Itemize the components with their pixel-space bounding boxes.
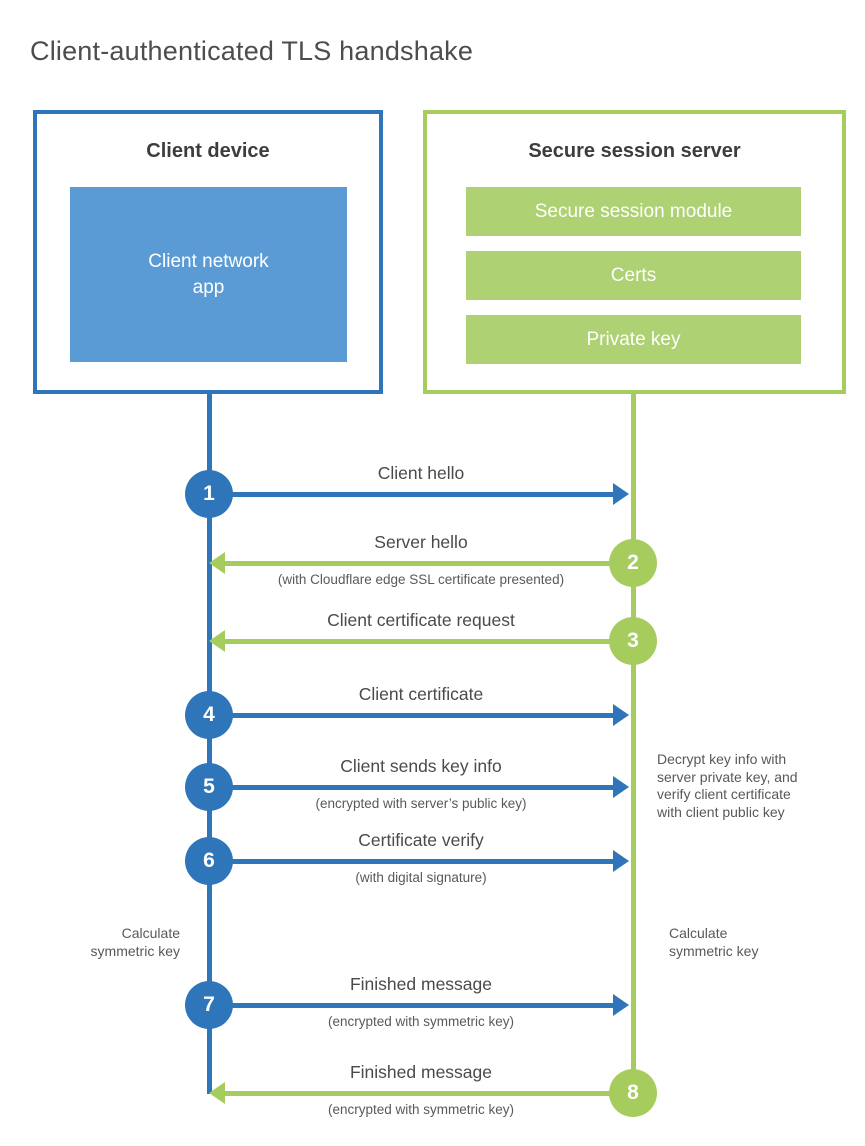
step-6-sublabel: (with digital signature) [355, 870, 487, 885]
client-lifeline [207, 392, 212, 1094]
step-3-label: Client certificate request [327, 610, 515, 630]
step-5-label: Client sends key info [340, 756, 502, 776]
step-7-arrowhead-right-icon [613, 994, 629, 1016]
client-network-app-label: Client network app [148, 250, 269, 298]
calc-left-line-1: Calculate [121, 925, 180, 941]
secure-session-server-title: Secure session server [528, 140, 741, 162]
server-lifeline [631, 392, 636, 1094]
step-8-badge: 8 [609, 1069, 657, 1117]
step-4-arrowhead-right-icon [613, 704, 629, 726]
calculate-symmetric-key-right-note: Calculate symmetric key [669, 925, 829, 960]
step-6-label: Certificate verify [358, 830, 484, 850]
step-4-badge: 4 [185, 691, 233, 739]
secure-session-server-box: Secure session server Secure session mod… [423, 110, 846, 394]
calc-right-line-1: Calculate [669, 925, 728, 941]
step-6-badge: 6 [185, 837, 233, 885]
server-module-secure-session-module: Secure session module [466, 187, 801, 236]
step-3-arrow-line [225, 639, 611, 644]
step-8-arrowhead-left-icon [209, 1082, 225, 1104]
step-4-arrow-line [231, 713, 618, 718]
page-title: Client-authenticated TLS handshake [30, 36, 474, 67]
step-8-arrow-line [225, 1091, 611, 1096]
step-2-label: Server hello [374, 532, 468, 552]
step-7-badge: 7 [185, 981, 233, 1029]
step-1-arrowhead-right-icon [613, 483, 629, 505]
step-6-arrow-line [231, 859, 618, 864]
calculate-symmetric-key-left-note: Calculate symmetric key [40, 925, 180, 960]
server-module-certs: Certs [466, 251, 801, 300]
step-8-sublabel: (encrypted with symmetric key) [327, 1102, 515, 1117]
step-8-label: Finished message [349, 1062, 493, 1082]
step-5-arrow-line [231, 785, 618, 790]
step-4-label: Client certificate [358, 684, 484, 704]
step-6-arrowhead-right-icon [613, 850, 629, 872]
step-1-label: Client hello [377, 463, 465, 483]
decrypt-note-line-2: server private key, and [657, 768, 798, 785]
step-2-arrowhead-left-icon [209, 552, 225, 574]
decrypt-note-line-3: verify client certificate [657, 786, 791, 802]
step-2-badge: 2 [609, 539, 657, 587]
step-3-arrowhead-left-icon [209, 630, 225, 652]
step-2-arrow-line [225, 561, 611, 566]
step-2-sublabel: (with Cloudflare edge SSL certificate pr… [277, 572, 565, 587]
step-1-arrow-line [231, 492, 618, 497]
step-3-badge: 3 [609, 617, 657, 665]
step-7-arrow-line [231, 1003, 618, 1008]
decrypt-key-info-note: Decrypt key info with server private key… [657, 751, 837, 821]
decrypt-note-line-1: Decrypt key info with [657, 751, 787, 767]
step-5-badge: 5 [185, 763, 233, 811]
step-5-arrowhead-right-icon [613, 776, 629, 798]
calc-right-line-2: symmetric key [669, 942, 759, 959]
client-network-app-box: Client network app [70, 187, 347, 362]
step-1-badge: 1 [185, 470, 233, 518]
calc-left-line-2: symmetric key [90, 942, 180, 959]
step-7-label: Finished message [349, 974, 493, 994]
step-7-sublabel: (encrypted with symmetric key) [327, 1014, 515, 1029]
server-module-private-key: Private key [466, 315, 801, 364]
decrypt-note-line-4: with client public key [657, 803, 785, 820]
step-5-sublabel: (encrypted with server’s public key) [315, 796, 527, 811]
client-device-title: Client device [146, 140, 270, 162]
client-device-box: Client device Client network app [33, 110, 383, 394]
